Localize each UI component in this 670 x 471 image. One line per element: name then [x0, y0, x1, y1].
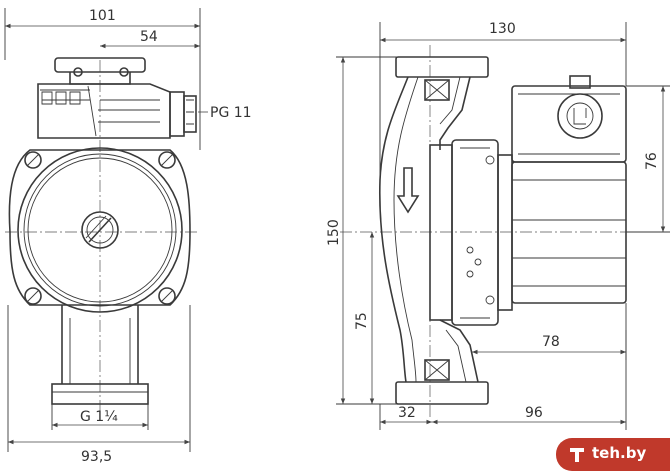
- label-cable-gland: PG 11: [210, 105, 252, 121]
- pump-base: [51, 305, 149, 405]
- terminal-box: [37, 57, 197, 139]
- watermark-logo-icon: [570, 448, 584, 462]
- dim-flange: 32: [398, 405, 416, 421]
- dim-cable-offset: 54: [140, 29, 158, 45]
- front-view: 101 54 PG 11 G 1¼ 93,5: [4, 8, 252, 465]
- dim-height: 150: [326, 219, 342, 246]
- volute-body: [378, 76, 479, 383]
- watermark-text: teh.by: [592, 444, 647, 462]
- label-thread: G 1¼: [80, 409, 118, 425]
- dim-motor: 78: [542, 334, 560, 350]
- top-flange: [395, 56, 489, 101]
- pump-housing: [8, 147, 191, 313]
- bottom-flange: [395, 359, 489, 405]
- dim-terminal-box: 76: [644, 152, 660, 170]
- dim-body: 96: [525, 405, 543, 421]
- side-terminal-box: [511, 75, 627, 163]
- dim-length: 130: [489, 21, 516, 37]
- dim-base-width: 93,5: [81, 449, 112, 465]
- watermark-badge: teh.by: [556, 438, 670, 471]
- dim-axis-height: 75: [354, 312, 370, 330]
- side-view: 130 150 75 76 78 32 96: [326, 21, 670, 430]
- motor: [429, 139, 627, 326]
- dim-overall-width: 101: [89, 8, 116, 24]
